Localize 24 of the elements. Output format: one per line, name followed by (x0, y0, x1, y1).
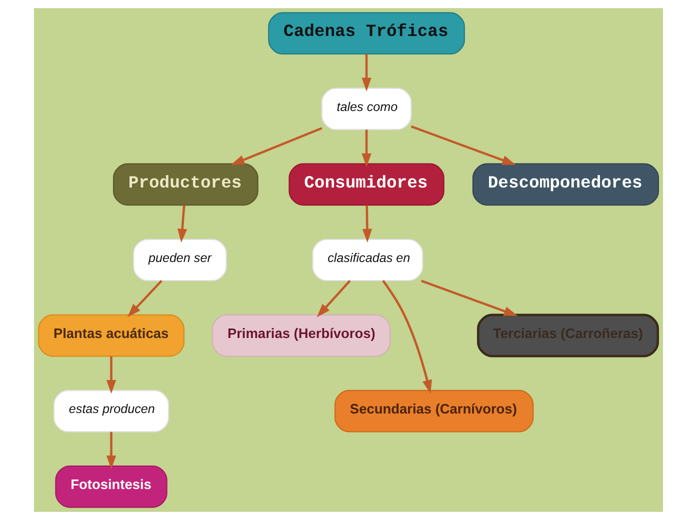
node-box: estas producen (52, 390, 169, 432)
node-box: clasificadas en (312, 238, 423, 282)
arrow (106, 356, 116, 394)
arrow (177, 205, 187, 243)
node-box: Secundarias (Carnívoros) (334, 390, 534, 432)
node-box: pueden ser (132, 238, 226, 282)
arrow (362, 205, 372, 243)
arrow (126, 280, 162, 318)
arrow (420, 280, 518, 316)
arrow (361, 54, 371, 92)
node-box: Plantas acuáticas (38, 314, 184, 357)
node-box: Cadenas Tróficas (268, 12, 464, 55)
arrow (316, 280, 350, 318)
arrow (106, 432, 116, 470)
node-box: tales como (320, 88, 412, 130)
arrow (361, 130, 371, 168)
node-box: Productores (112, 163, 258, 206)
node-box: Primarias (Herbívoros) (212, 314, 390, 357)
node-box: Fotosintesis (54, 465, 167, 508)
node-box: Descomponedores (472, 163, 658, 206)
arrow (382, 280, 432, 394)
arrow (230, 127, 322, 166)
arrow (410, 125, 516, 165)
node-box: Consumidores (288, 163, 444, 206)
